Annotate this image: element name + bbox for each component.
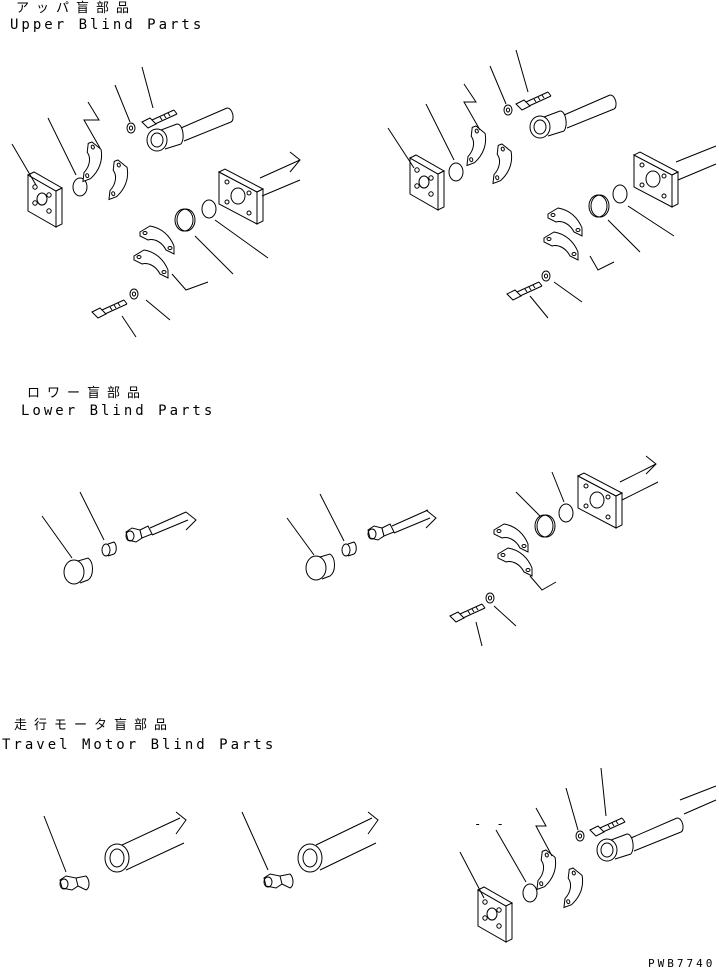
travel-assembly-2 <box>242 812 378 889</box>
upper-title-jp: アッパ盲部品 <box>16 1 137 16</box>
travel-title-en: Travel Motor Blind Parts <box>2 737 277 753</box>
lower-title-en: Lower Blind Parts <box>21 403 216 419</box>
travel-assembly-1 <box>44 812 186 891</box>
lower-assembly-3 <box>449 456 658 646</box>
small-dash-marks: - - <box>474 817 508 831</box>
upper-title-en: Upper Blind Parts <box>10 17 205 33</box>
lower-title-jp: ロワー盲部品 <box>27 386 148 401</box>
lower-assembly-1 <box>42 492 196 585</box>
upper-left-assembly <box>12 67 300 337</box>
travel-assembly-3 <box>460 768 716 943</box>
lower-assembly-2 <box>287 494 436 581</box>
drawing-code: PWB7740 <box>648 957 716 969</box>
upper-right-assembly <box>388 50 716 318</box>
travel-title-jp: 走行モータ盲部品 <box>14 718 175 733</box>
